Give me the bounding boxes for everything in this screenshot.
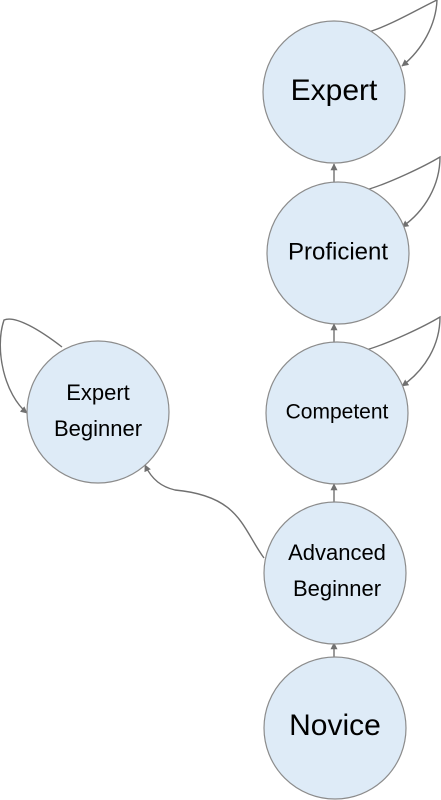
self-loop-expert (364, 0, 438, 67)
node-novice-circle (263, 656, 407, 800)
self-loop-expert-beginner (0, 318, 63, 414)
edges (0, 0, 441, 668)
node-proficient-circle (266, 181, 410, 325)
edge-advanced-beginner-to-expert-beginner (144, 464, 265, 559)
node-novice: Novice (263, 656, 407, 800)
node-proficient-label: Proficient (288, 238, 388, 265)
node-expert-beginner: Expert Beginner (26, 340, 170, 484)
node-competent: Competent (265, 341, 409, 485)
node-advanced-beginner: Advanced Beginner (263, 501, 407, 645)
node-expert-beginner-label-line2: Beginner (54, 416, 142, 441)
node-proficient: Proficient (266, 181, 410, 325)
node-expert-beginner-label-line1: Expert (66, 380, 130, 405)
node-expert-label: Expert (291, 74, 378, 107)
self-loop-proficient (365, 155, 441, 228)
node-expert-beginner-circle (26, 340, 170, 484)
node-advanced-beginner-label-line1: Advanced (288, 540, 386, 565)
node-competent-circle (265, 341, 409, 485)
self-loop-competent (365, 315, 441, 387)
node-expert: Expert (262, 20, 406, 164)
node-advanced-beginner-circle (263, 501, 407, 645)
node-expert-circle (262, 20, 406, 164)
node-competent-label: Competent (286, 401, 389, 424)
node-novice-label: Novice (289, 709, 381, 742)
node-advanced-beginner-label-line2: Beginner (293, 576, 381, 601)
